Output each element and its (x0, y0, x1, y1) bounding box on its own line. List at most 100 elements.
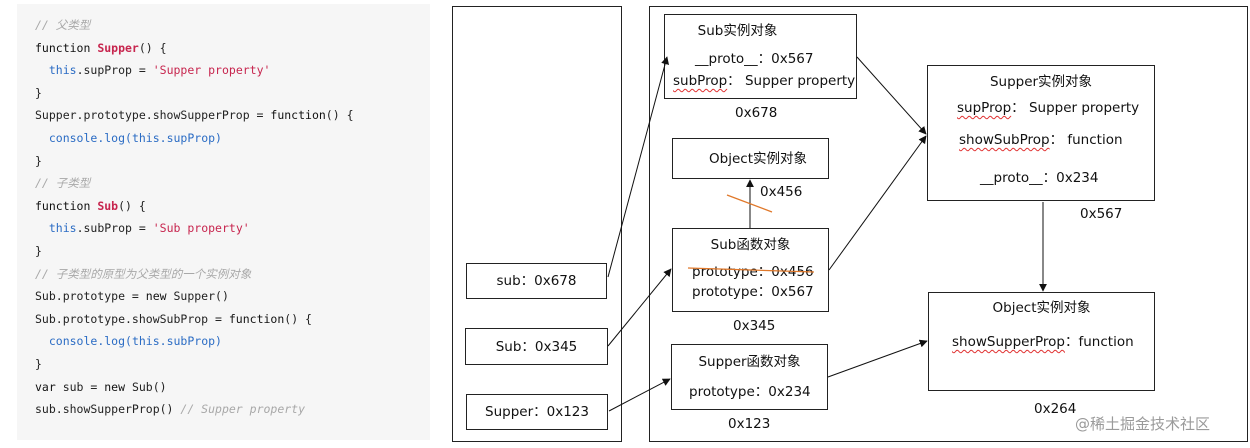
sub-function-title: Sub函数对象 (710, 237, 791, 253)
code-line: sub.showSupperProp() // Supper property (35, 402, 305, 416)
supper-instance-title: Supper实例对象 (989, 74, 1093, 90)
code-token: new (145, 289, 174, 304)
code-token: console.log( (48, 131, 132, 145)
supper-instance-prop: supProp： Supper property (957, 100, 1139, 116)
code-line: } (35, 154, 42, 168)
sub-instance-address: 0x678 (735, 105, 778, 121)
code-token: var (35, 379, 63, 394)
code-token: .subProp) (159, 334, 222, 349)
code-token: } (35, 153, 42, 168)
arrow-Sub-to-sub-function (607, 268, 672, 347)
supper-instance-proto: __proto__：0x234 (980, 170, 1099, 186)
code-token: new (104, 379, 132, 394)
object-instance-bottom-method-value: ：function (1065, 334, 1134, 350)
supper-instance-prop-label: supProp (957, 100, 1012, 116)
object-instance-top-box: Object实例对象 (672, 138, 829, 179)
object-instance-bottom-method-label: showSupperProp (952, 334, 1065, 350)
supper-instance-method-value: ： function (1049, 132, 1123, 148)
code-token: 'Sub property' (152, 221, 250, 236)
arrow-Supper-to-supper-function (608, 378, 671, 412)
sub-instance-proto-label: __proto__ (695, 51, 758, 67)
supper-instance-prop-value: ： Supper property (1011, 100, 1140, 116)
arrow-sub-instance-proto-to-supper-instance (856, 56, 927, 135)
stack-var-Sub-label: Sub：0x345 (495, 339, 578, 355)
code-line: Sub.prototype = new Supper() (35, 289, 229, 303)
code-token: Supper() (173, 289, 229, 304)
code-token: Sub (97, 198, 119, 213)
code-line: } (35, 357, 42, 371)
code-token: this (48, 63, 77, 78)
stack-var-sub-label: sub：0x678 (496, 273, 577, 289)
code-line: function Supper() { (35, 41, 167, 55)
sub-instance-proto-value: ：0x567 (757, 51, 814, 67)
sub-instance-prop-label: subProp (673, 73, 728, 89)
supper-instance-proto-label: __proto__ (980, 170, 1043, 186)
code-line: function Sub() { (35, 199, 146, 213)
sub-instance-proto: __proto__：0x567 (695, 51, 814, 67)
code-line: } (35, 244, 42, 258)
code-line: Supper.prototype.showSupperProp = functi… (35, 108, 354, 122)
code-line: Sub.prototype.showSubProp = function() { (35, 312, 312, 326)
code-token: Supper (97, 40, 139, 55)
code-line: // 父类型 (35, 18, 90, 32)
code-line: this.subProp = 'Sub property' (35, 221, 250, 235)
code-token: Sub() (131, 379, 167, 394)
code-line: // 子类型的原型为父类型的一个实例对象 (35, 267, 251, 281)
code-token: function (35, 198, 98, 213)
sub-instance-prop: subProp： Supper property (673, 73, 855, 89)
watermark: @稀土掘金技术社区 (1075, 415, 1211, 433)
code-token: this (131, 131, 160, 145)
supper-instance-address: 0x567 (1080, 206, 1123, 222)
object-instance-top-title: Object实例对象 (709, 151, 807, 167)
code-token: // Supper property (180, 402, 306, 417)
supper-instance-method: showSubProp： function (959, 132, 1123, 148)
supper-function-box: Supper函数对象 prototype：0x234 (671, 344, 828, 410)
code-token: () { (118, 198, 146, 213)
supper-function-address: 0x123 (728, 416, 771, 432)
code-token: () { (284, 311, 312, 326)
code-token: 'Supper property' (152, 63, 271, 78)
code-token: // 子类型的原型为父类型的一个实例对象 (35, 266, 252, 281)
supper-function-title: Supper函数对象 (698, 354, 801, 370)
code-token: sub = (62, 379, 105, 394)
code-token: .subProp = (76, 221, 153, 236)
stack-var-sub: sub：0x678 (466, 263, 607, 299)
code-line: // 子类型 (35, 176, 90, 190)
stack-frame (452, 6, 622, 442)
sub-function-address: 0x345 (733, 318, 776, 334)
code-line: this.supProp = 'Supper property' (35, 63, 271, 78)
code-token: .supProp) (159, 131, 222, 145)
sub-instance-prop-value: ： Supper property (727, 73, 856, 89)
cross-out-old-prototype (687, 267, 815, 273)
stack-var-Sub: Sub：0x345 (465, 328, 608, 365)
sub-function-new-prototype: prototype：0x567 (692, 284, 814, 300)
code-token: .supProp = (76, 63, 153, 78)
code-token: Sub.prototype.showSubProp = (35, 311, 229, 326)
supper-instance-box: Supper实例对象 supProp： Supper property show… (927, 65, 1155, 201)
sub-function-old-prototype: prototype：0x456 (692, 264, 814, 280)
code-line: var sub = new Sub() (35, 380, 167, 394)
stack-var-Supper: Supper：0x123 (466, 394, 608, 430)
stack-var-Supper-label: Supper：0x123 (485, 404, 589, 420)
code-token: sub.showSupperProp() (35, 402, 181, 417)
code-token: } (35, 85, 42, 100)
object-instance-top-address: 0x456 (760, 184, 803, 200)
arrow-sub-to-sub-instance (607, 56, 669, 278)
code-line: } (35, 86, 42, 100)
supper-instance-method-label: showSubProp (959, 132, 1050, 148)
object-instance-bottom-method: showSupperProp：function (952, 334, 1134, 350)
object-instance-bottom-address: 0x264 (1034, 401, 1077, 417)
code-token: Sub.prototype = (35, 289, 146, 304)
supper-instance-proto-value: ：0x234 (1042, 170, 1099, 186)
object-instance-bottom-box: Object实例对象 showSupperProp：function (928, 292, 1155, 391)
sub-instance-title: Sub实例对象 (697, 23, 778, 39)
code-token: // 父类型 (35, 18, 91, 32)
code-token: function (270, 108, 326, 123)
supper-function-prototype: prototype：0x234 (689, 384, 811, 400)
arrow-sub-function-to-supper-instance (828, 135, 927, 271)
code-token: () { (325, 108, 354, 123)
code-token: function (35, 40, 98, 55)
code-token: this (131, 334, 160, 349)
code-token: } (35, 357, 42, 371)
